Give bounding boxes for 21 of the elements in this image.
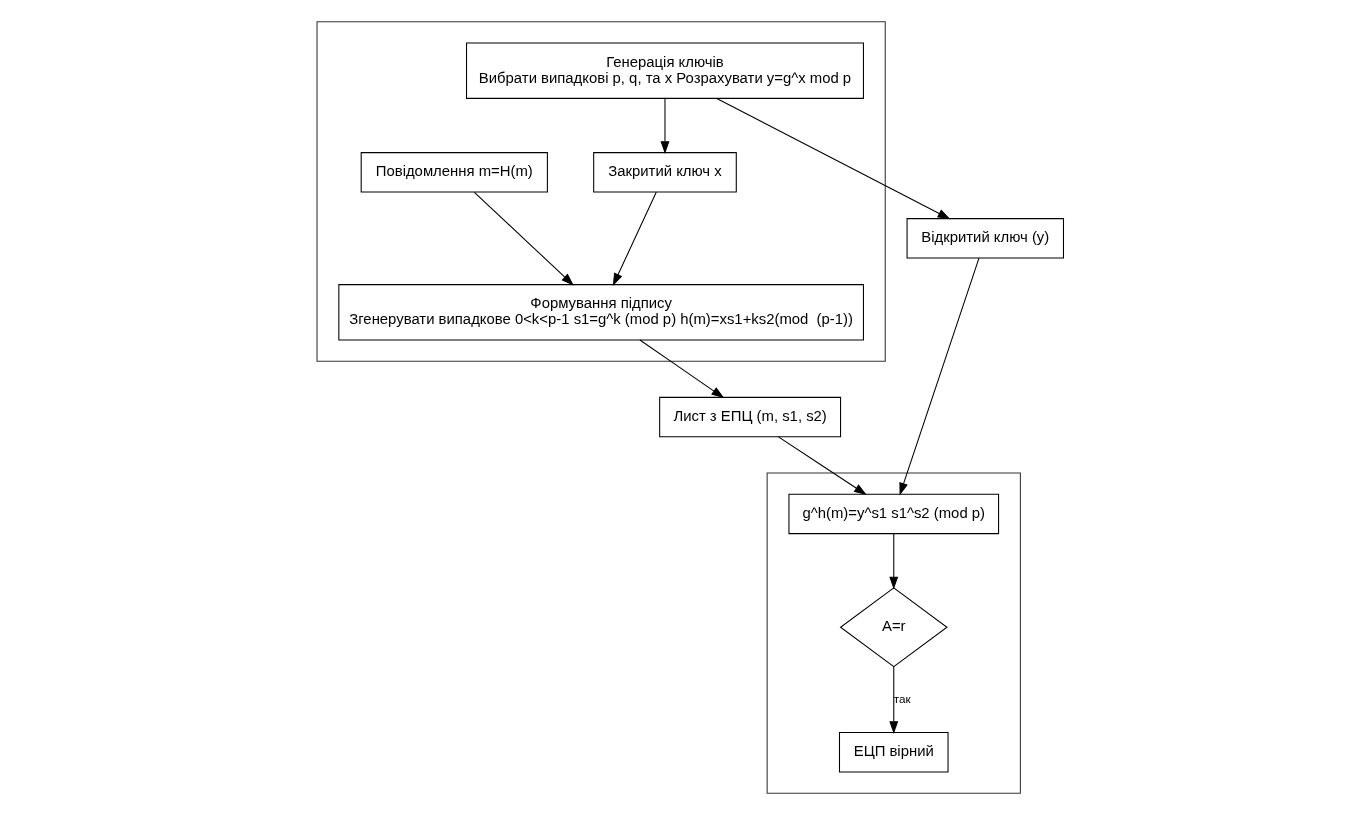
arrow — [889, 532, 899, 589]
arrow — [716, 97, 951, 219]
node-box: Закритий ключ x — [593, 151, 737, 193]
node-box: Повідомлення m=H(m) — [360, 151, 548, 193]
node-box: ЕЦП вірний — [838, 731, 949, 772]
node-box: Формування підпису Згенерувати випадкове 0<k<p-1 s1=g^k (mod p) h(m)=xs1+ks2(mod (p-1)) — [338, 283, 864, 340]
arrow — [612, 191, 657, 286]
arrow — [899, 257, 980, 495]
arrow — [473, 191, 574, 286]
node-diamond: A=r — [839, 586, 948, 667]
arrow — [889, 665, 899, 734]
edge-label: так — [893, 691, 911, 705]
cluster — [766, 471, 1021, 794]
arrow — [639, 339, 725, 398]
arrow — [777, 435, 867, 495]
node-box: Лист з ЕПЦ (m, s1, s2) — [659, 396, 842, 437]
node-box: Генерація ключів Вибрати випадкові p, q, та x Розрахувати y=g^x mod p — [466, 42, 864, 99]
arrow — [660, 97, 670, 154]
node-box: Відкритий ключ (y) — [906, 217, 1064, 259]
cluster — [316, 20, 886, 362]
node-box: g^h(m)=y^s1 s1^s2 (mod p) — [788, 493, 1000, 534]
